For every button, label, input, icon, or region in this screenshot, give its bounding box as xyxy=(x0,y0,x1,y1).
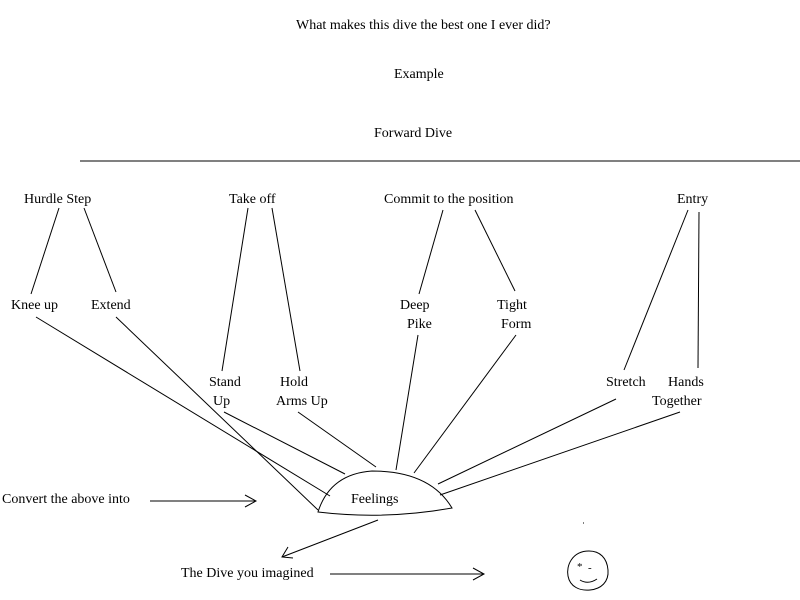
connector-tight-feelings xyxy=(413,334,517,474)
feelings-down-arrow-line xyxy=(281,519,379,558)
phase-hurdle-step: Hurdle Step xyxy=(24,192,92,207)
connector-hurdle-extend xyxy=(83,207,117,293)
phase-take-off: Take off xyxy=(229,192,276,207)
leaf-hold-arms-line1: Hold xyxy=(280,375,308,390)
connector-stand-feelings xyxy=(223,411,346,475)
dive-name: Forward Dive xyxy=(374,126,453,141)
connector-knee-feelings xyxy=(35,316,331,497)
connector-hurdle-knee xyxy=(30,207,60,295)
connector-extend-feelings xyxy=(115,316,319,511)
connector-deep-feelings xyxy=(395,334,419,471)
connector-hold-feelings xyxy=(297,411,377,468)
imagined-label: The Dive you imagined xyxy=(181,566,314,581)
smiley-face-icon xyxy=(567,550,609,591)
connector-entry-hands xyxy=(697,211,700,369)
connector-stretch-feelings xyxy=(437,398,617,485)
diagram-title: What makes this dive the best one I ever… xyxy=(296,18,551,33)
example-label: Example xyxy=(394,67,444,82)
feelings-label: Feelings xyxy=(351,492,399,507)
connector-commit-deep xyxy=(418,209,444,295)
connector-entry-stretch xyxy=(623,209,689,371)
leaf-stand-up-line1: Stand xyxy=(209,375,241,390)
connector-takeoff-hold xyxy=(271,207,301,372)
feelings-lens-shape xyxy=(317,470,453,516)
convert-arrow-head xyxy=(244,494,258,508)
leaf-tight-form-line1: Tight xyxy=(497,298,527,313)
connector-commit-tight xyxy=(474,209,516,292)
connector-hands-feelings xyxy=(439,411,681,496)
phase-commit: Commit to the position xyxy=(384,192,514,207)
convert-label: Convert the above into xyxy=(2,492,130,507)
leaf-hold-arms-line2: Arms Up xyxy=(276,394,328,409)
smiley-eye-right: - xyxy=(588,562,592,574)
leaf-tight-form-line2: Form xyxy=(501,317,532,332)
leaf-hands-together-line1: Hands xyxy=(668,375,704,390)
smiley-eye-left: * xyxy=(577,561,583,573)
leaf-extend: Extend xyxy=(91,298,131,313)
leaf-knee-up: Knee up xyxy=(11,298,59,313)
feelings-down-arrow-head xyxy=(281,546,294,559)
connector-takeoff-stand xyxy=(221,207,249,372)
leaf-stand-up-line2: Up xyxy=(213,394,231,409)
imagined-arrow-head xyxy=(472,567,486,581)
leaf-stretch: Stretch xyxy=(606,375,646,390)
leaf-hands-together-line2: Together xyxy=(652,394,702,409)
leaf-deep-pike-line1: Deep xyxy=(400,298,430,313)
phase-entry: Entry xyxy=(677,192,709,207)
leaf-deep-pike-line2: Pike xyxy=(407,317,432,332)
